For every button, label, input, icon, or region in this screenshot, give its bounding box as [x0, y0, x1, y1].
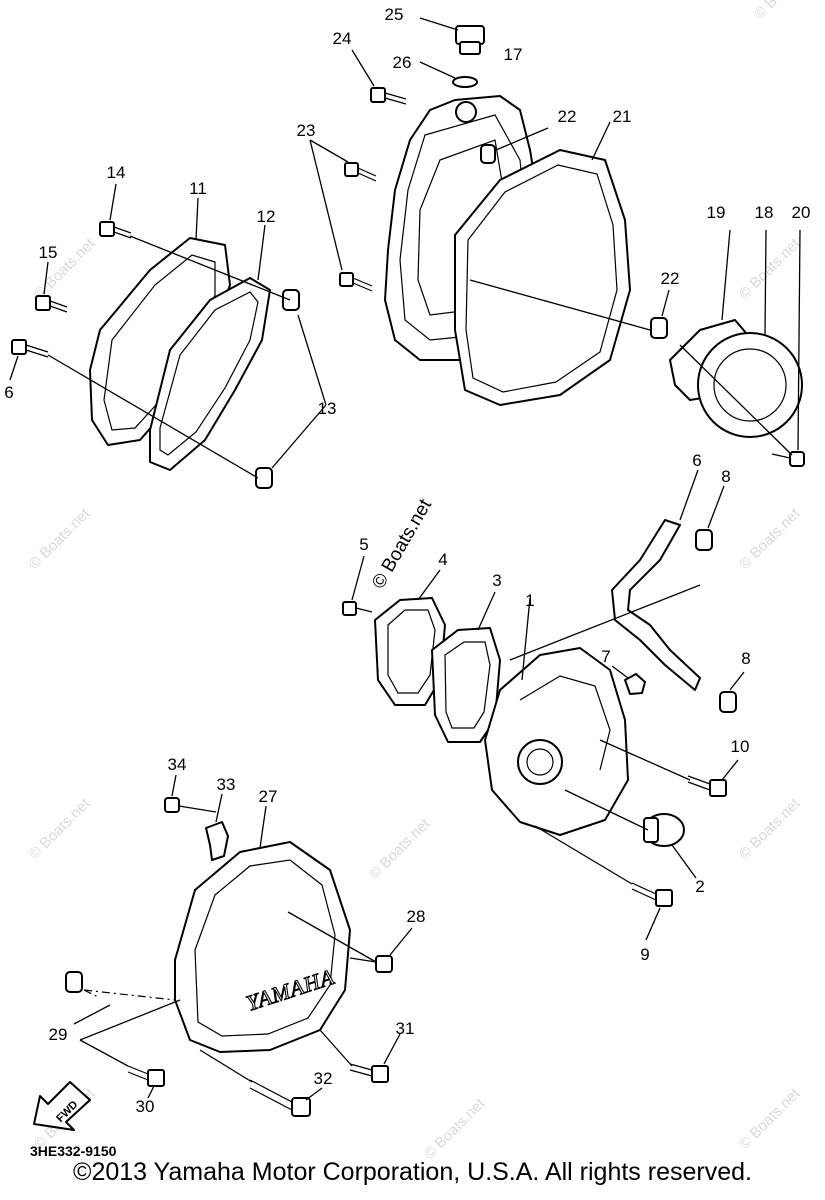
- callout-25: 25: [385, 5, 404, 24]
- bolt: [370, 87, 407, 105]
- callout-8: 8: [721, 467, 730, 486]
- o-ring: [452, 76, 478, 88]
- dowel-pin: [695, 529, 713, 551]
- water-pump-housing: [484, 647, 629, 836]
- forward-arrow-icon: FWD: [33, 1081, 91, 1131]
- callout-26: 26: [393, 53, 412, 72]
- watermark-faint: © Boats.net: [26, 795, 94, 863]
- callout-19: 19: [707, 203, 726, 222]
- bolt: [339, 272, 373, 292]
- dowel-pin: [282, 289, 300, 311]
- dowel-pin: [719, 691, 737, 713]
- watermark-faint: © Boats.net: [751, 0, 819, 23]
- callout-30: 30: [136, 1097, 155, 1116]
- callout-10: 10: [731, 737, 750, 756]
- bolt: [11, 339, 49, 358]
- callout-7: 7: [601, 647, 610, 666]
- callout-23: 23: [297, 121, 316, 140]
- callout-6: 6: [4, 383, 13, 402]
- callout-21: 21: [613, 107, 632, 126]
- bolt: [127, 1065, 165, 1087]
- callout-34: 34: [168, 755, 187, 774]
- callout-18: 18: [755, 203, 774, 222]
- bolt: [631, 882, 673, 907]
- callout-20: 20: [792, 203, 811, 222]
- callout-4: 4: [438, 550, 447, 569]
- dowel-pin: [480, 144, 496, 164]
- watermark-faint: © Boats.net: [736, 795, 804, 863]
- watermark-faint: © Boats.net: [366, 815, 434, 883]
- watermark: © Boats.net: [368, 495, 436, 592]
- clutch-cover-group: [309, 17, 805, 467]
- watermark-faint: © Boats.net: [736, 235, 804, 303]
- callout-29: 29: [49, 1025, 68, 1044]
- callout-11: 11: [189, 179, 207, 198]
- crankcase-cover-group: [9, 183, 327, 489]
- generator-cover-group: YAMAHA: [30, 774, 413, 1159]
- callout-33: 33: [217, 775, 236, 794]
- callout-15: 15: [39, 243, 58, 262]
- oil-filler-cap: [419, 17, 485, 55]
- callout-13: 13: [318, 399, 337, 418]
- coolant-pipe: [611, 519, 701, 691]
- callout-28: 28: [407, 907, 426, 926]
- generator-cover: [174, 841, 351, 1053]
- bolt: [349, 955, 393, 973]
- clutch-cover-gasket: [454, 149, 631, 406]
- cover-gasket: [149, 277, 271, 471]
- bolt: [35, 295, 68, 313]
- drain-plug: [643, 813, 685, 847]
- diagram-code: 3HE332-9150: [30, 1143, 117, 1159]
- bolt: [687, 775, 727, 797]
- dowel-pin: [65, 971, 83, 993]
- cable-clamp: [205, 821, 229, 861]
- callout-labels: 25 24 26 17 22 21 23 14 11 12 19 18 20 1…: [4, 5, 810, 1116]
- screw: [771, 451, 805, 467]
- dowel-pin: [650, 317, 668, 339]
- callout-22: 22: [558, 107, 577, 126]
- bolt: [344, 162, 377, 182]
- screw: [342, 601, 373, 616]
- watermark-faint: © Boats.net: [736, 1085, 804, 1153]
- callout-12: 12: [257, 207, 276, 226]
- watermark-faint: © Boats.net: [736, 505, 804, 573]
- watermark-faint: © Boats.net: [421, 1095, 489, 1163]
- callout-22: 22: [661, 269, 680, 288]
- callout-17: 17: [504, 45, 523, 64]
- bolt: [349, 1063, 389, 1083]
- callout-1: 1: [525, 591, 534, 610]
- callout-3: 3: [492, 571, 501, 590]
- copyright-notice: ©2013 Yamaha Motor Corporation, U.S.A. A…: [73, 1158, 752, 1186]
- callout-5: 5: [359, 535, 368, 554]
- water-pump-group: [342, 469, 745, 941]
- bolt: [249, 1079, 311, 1117]
- bolt: [99, 221, 132, 239]
- callout-24: 24: [333, 29, 352, 48]
- callout-6: 6: [692, 451, 701, 470]
- callout-32: 32: [314, 1069, 333, 1088]
- callout-14: 14: [107, 163, 126, 182]
- callout-2: 2: [695, 877, 704, 896]
- nut: [624, 673, 646, 695]
- callout-8: 8: [741, 649, 750, 668]
- callout-27: 27: [259, 787, 278, 806]
- callout-9: 9: [640, 945, 649, 964]
- cap-nut: [164, 797, 180, 813]
- dowel-pin: [255, 467, 273, 489]
- clutch-disc: [697, 332, 803, 438]
- watermark-faint: © Boats.net: [26, 505, 94, 573]
- callout-31: 31: [396, 1019, 415, 1038]
